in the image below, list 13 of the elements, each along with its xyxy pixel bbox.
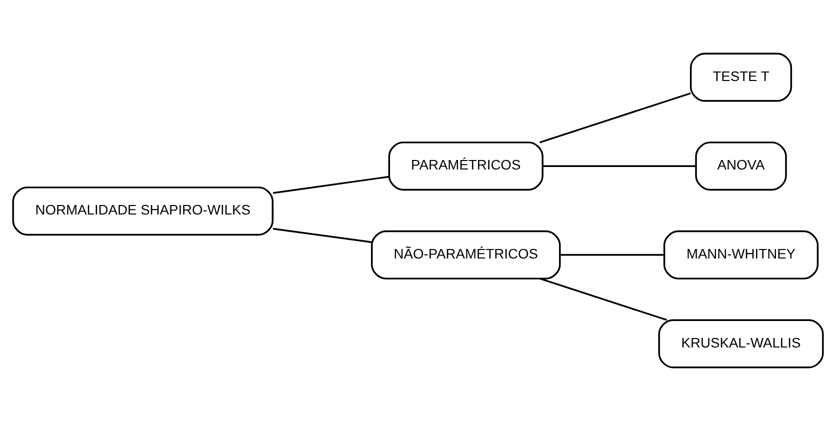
node-box: MANN-WHITNEY: [663, 230, 819, 280]
node-box: NORMALIDADE SHAPIRO-WILKS: [12, 186, 274, 236]
node-box: PARAMÉTRICOS: [388, 142, 544, 191]
node-box: KRUSKAL-WALLIS: [658, 319, 824, 368]
connector: [542, 165, 696, 167]
node-box: ANOVA: [695, 142, 787, 191]
node-box: NÃO-PARAMÉTRICOS: [371, 230, 561, 280]
node-box: TESTE T: [690, 52, 792, 102]
connector: [560, 254, 664, 256]
connector: [272, 228, 372, 244]
connector: [540, 92, 691, 144]
connector: [272, 176, 390, 194]
connector: [540, 278, 668, 321]
